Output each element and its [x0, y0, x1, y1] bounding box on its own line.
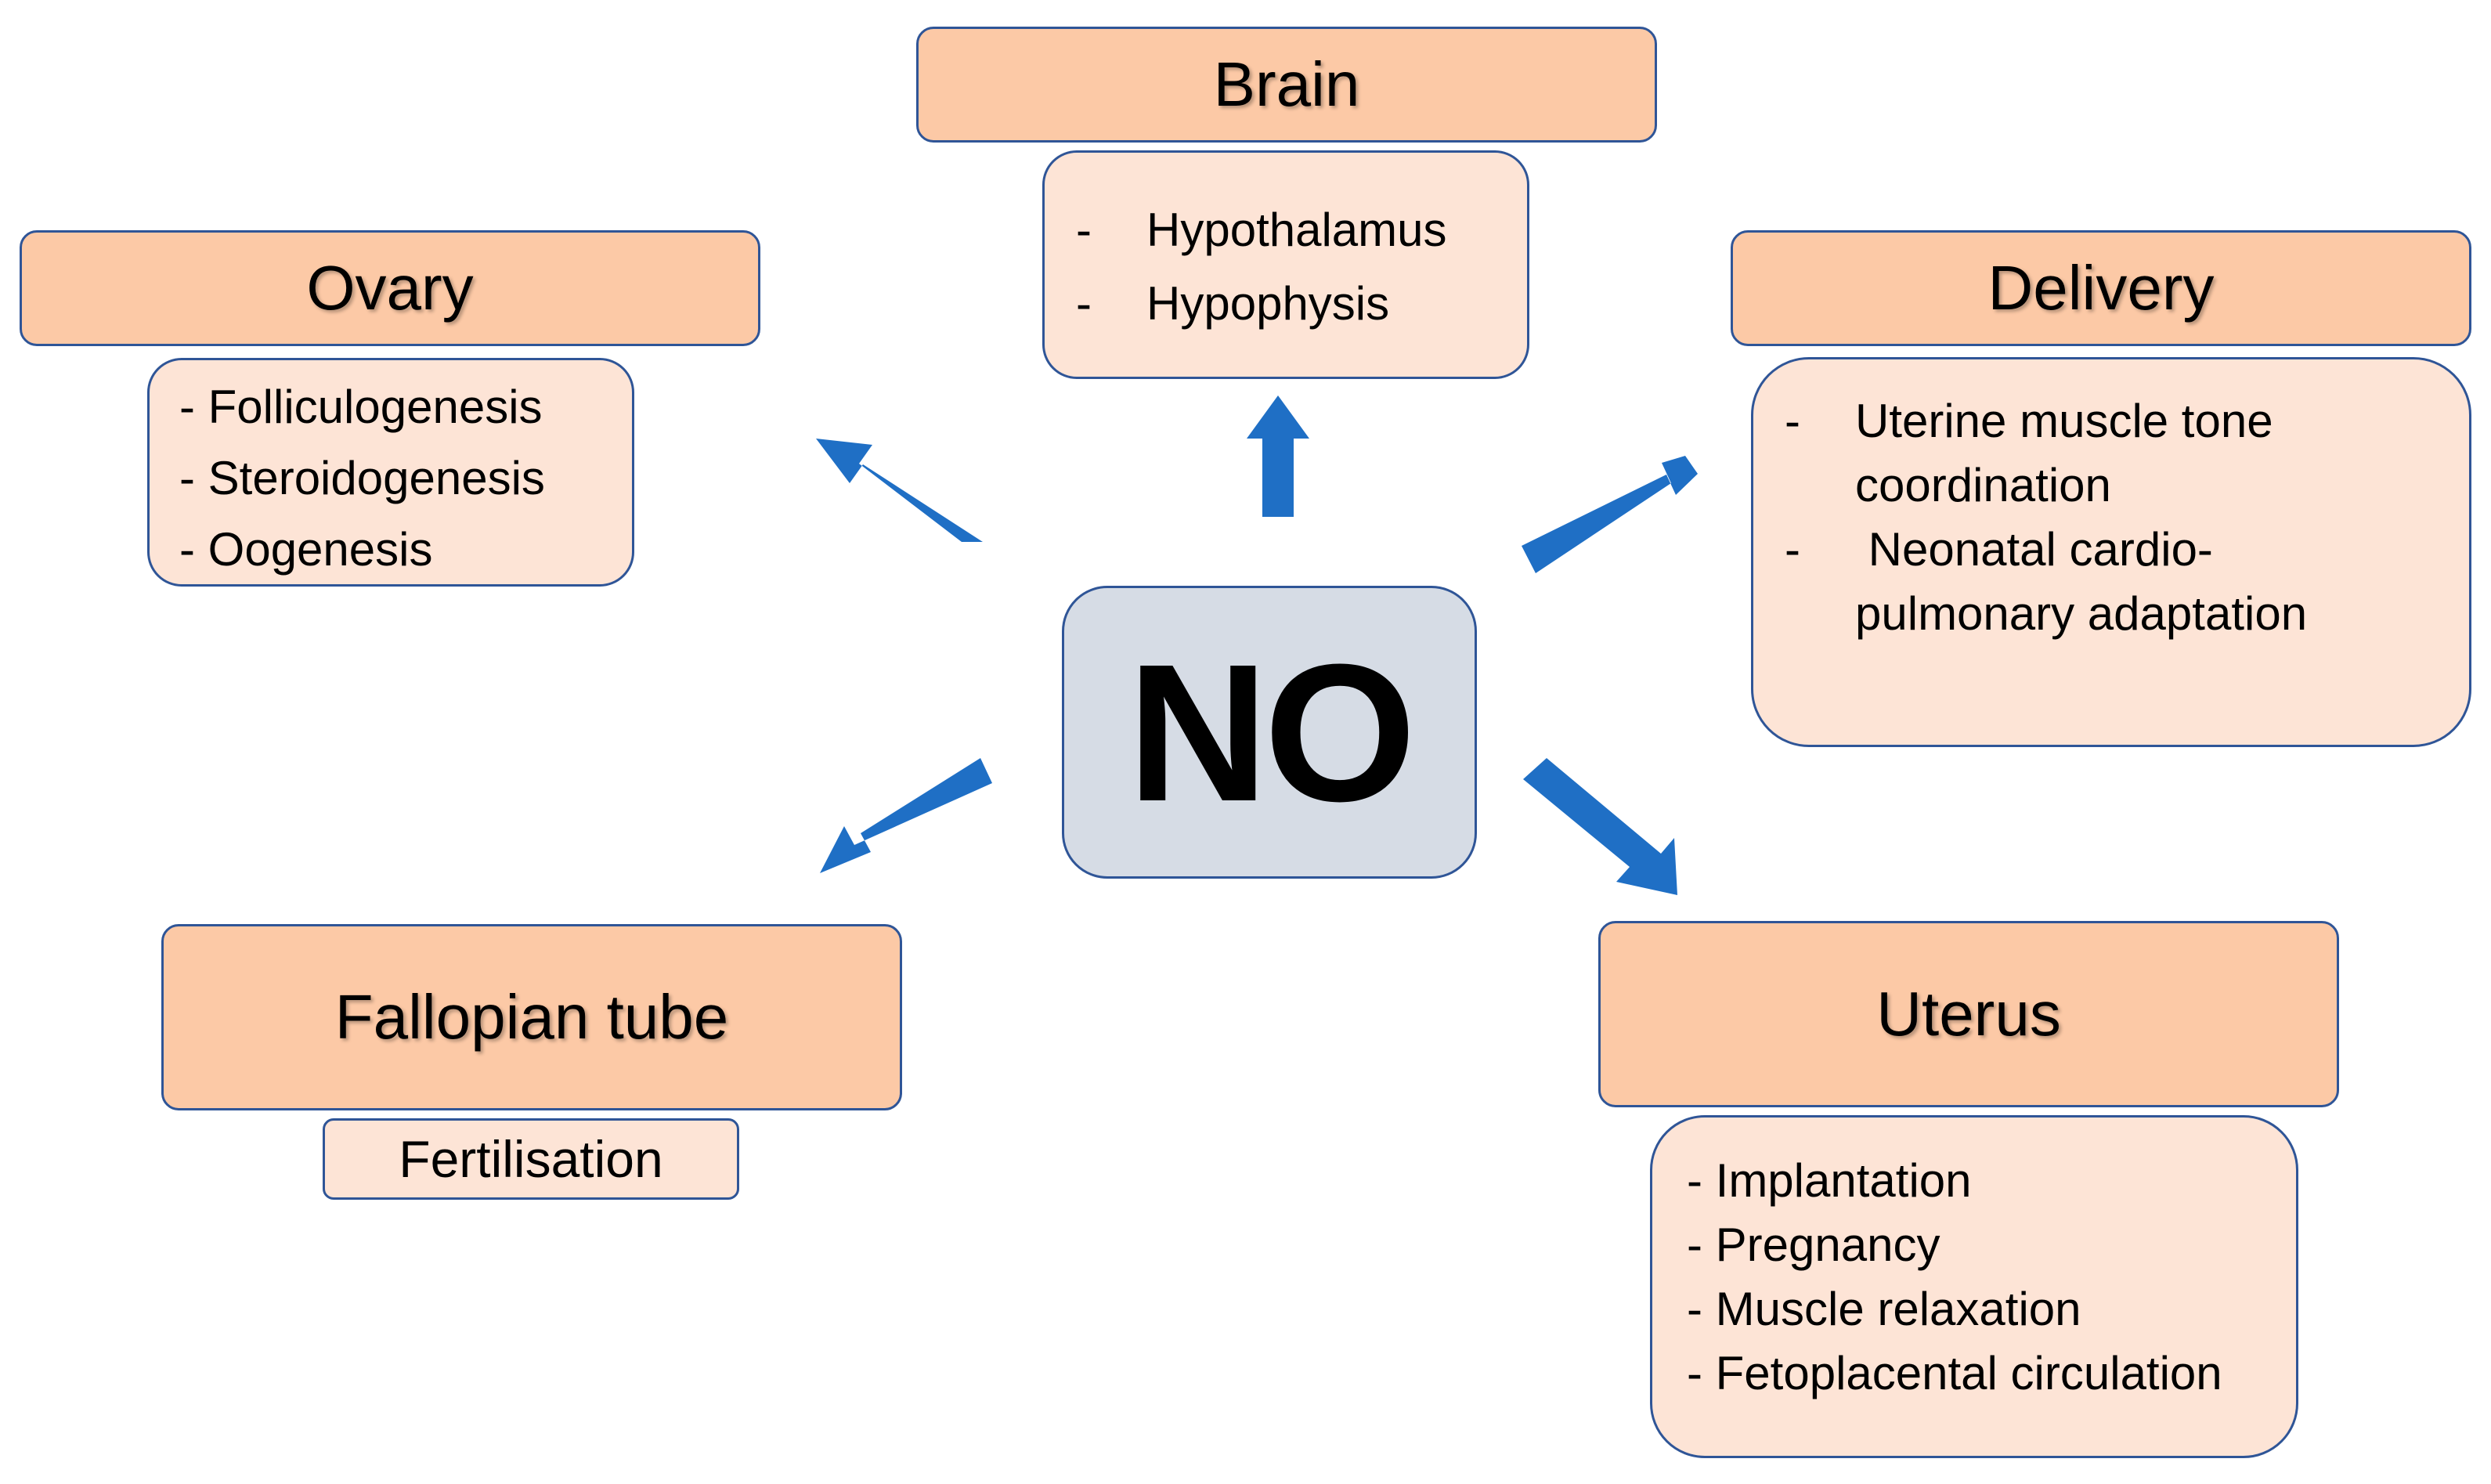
- uterus-content: - Implantation - Pregnancy - Muscle rela…: [1650, 1115, 2298, 1458]
- arrow-up-icon: [1247, 395, 1309, 517]
- list-item-line: pulmonary adaptation: [1855, 587, 2308, 640]
- list-item-line: Uterine muscle tone: [1855, 395, 2273, 447]
- brain-header: Brain: [916, 27, 1657, 143]
- arrow-downleft-icon: [820, 758, 992, 873]
- list-item: - Neonatal cardio- pulmonary adaptation: [1753, 518, 2469, 646]
- list-item: -Hypothalamus: [1076, 204, 1447, 256]
- brain-content: -Hypothalamus -Hypophysis: [1042, 150, 1529, 379]
- list-item: - Uterine muscle tone coordination: [1753, 389, 2469, 518]
- list-item: - Steroidogenesis: [179, 452, 545, 504]
- fallopian-tube-header: Fallopian tube: [161, 924, 902, 1110]
- uterus-header: Uterus: [1598, 921, 2339, 1107]
- list-item-line: Neonatal cardio-: [1855, 523, 2213, 576]
- arrow-upright-icon: [1522, 456, 1698, 573]
- delivery-header: Delivery: [1731, 230, 2471, 346]
- ovary-header: Ovary: [20, 230, 760, 346]
- ovary-content: - Folliculogenesis - Steroidogenesis - O…: [147, 358, 634, 587]
- list-item: Fertilisation: [399, 1129, 663, 1188]
- list-item: -Hypophysis: [1076, 277, 1390, 330]
- list-item-line: coordination: [1855, 459, 2111, 511]
- list-item: - Implantation: [1687, 1154, 1972, 1207]
- arrow-upleft-icon: [816, 439, 983, 542]
- list-item: - Fetoplacental circulation: [1687, 1347, 2222, 1399]
- fallopian-tube-content: Fertilisation: [323, 1118, 739, 1200]
- list-item: - Oogenesis: [179, 523, 433, 576]
- center-node-no: NO: [1062, 586, 1477, 879]
- list-item: - Folliculogenesis: [179, 381, 543, 433]
- arrow-downright-icon: [1523, 758, 1677, 895]
- list-item: - Pregnancy: [1687, 1219, 1940, 1271]
- delivery-content: - Uterine muscle tone coordination - Neo…: [1751, 357, 2471, 747]
- list-item: - Muscle relaxation: [1687, 1283, 2081, 1335]
